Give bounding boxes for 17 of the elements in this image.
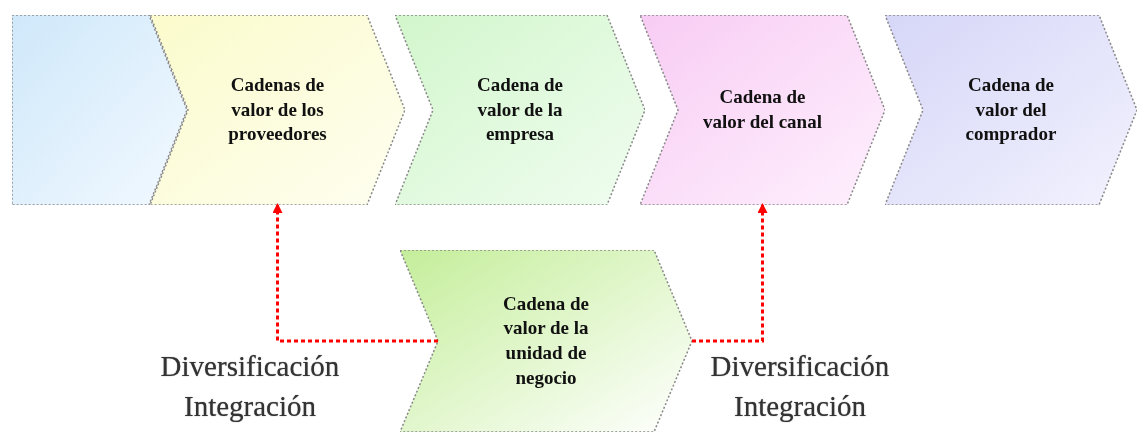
strategy-label: Diversificación [709,350,891,383]
dashed-arrow [692,203,768,343]
chain-label: Cadenas de valor de los proveedores [227,72,328,147]
chevron-shape [885,15,1137,205]
strategy-label: Integración [182,390,317,423]
chain-label: Cadena de valor del canal [702,85,823,134]
dashed-arrow [272,203,438,343]
chevron-shape [12,15,187,205]
chevron-shape [150,15,405,205]
strategy-label: Integración [732,390,867,423]
strategy-label: Diversificación [159,350,341,383]
chevron-shape [395,15,645,205]
chevron-shape [640,15,885,205]
chevron-shape [400,250,692,432]
chain-label: Cadena de valor de la empresa [475,72,564,147]
chain-label: Cadena de valor del comprador [964,72,1058,147]
chain-label: Cadena de valor de la unidad de negocio [501,291,590,390]
